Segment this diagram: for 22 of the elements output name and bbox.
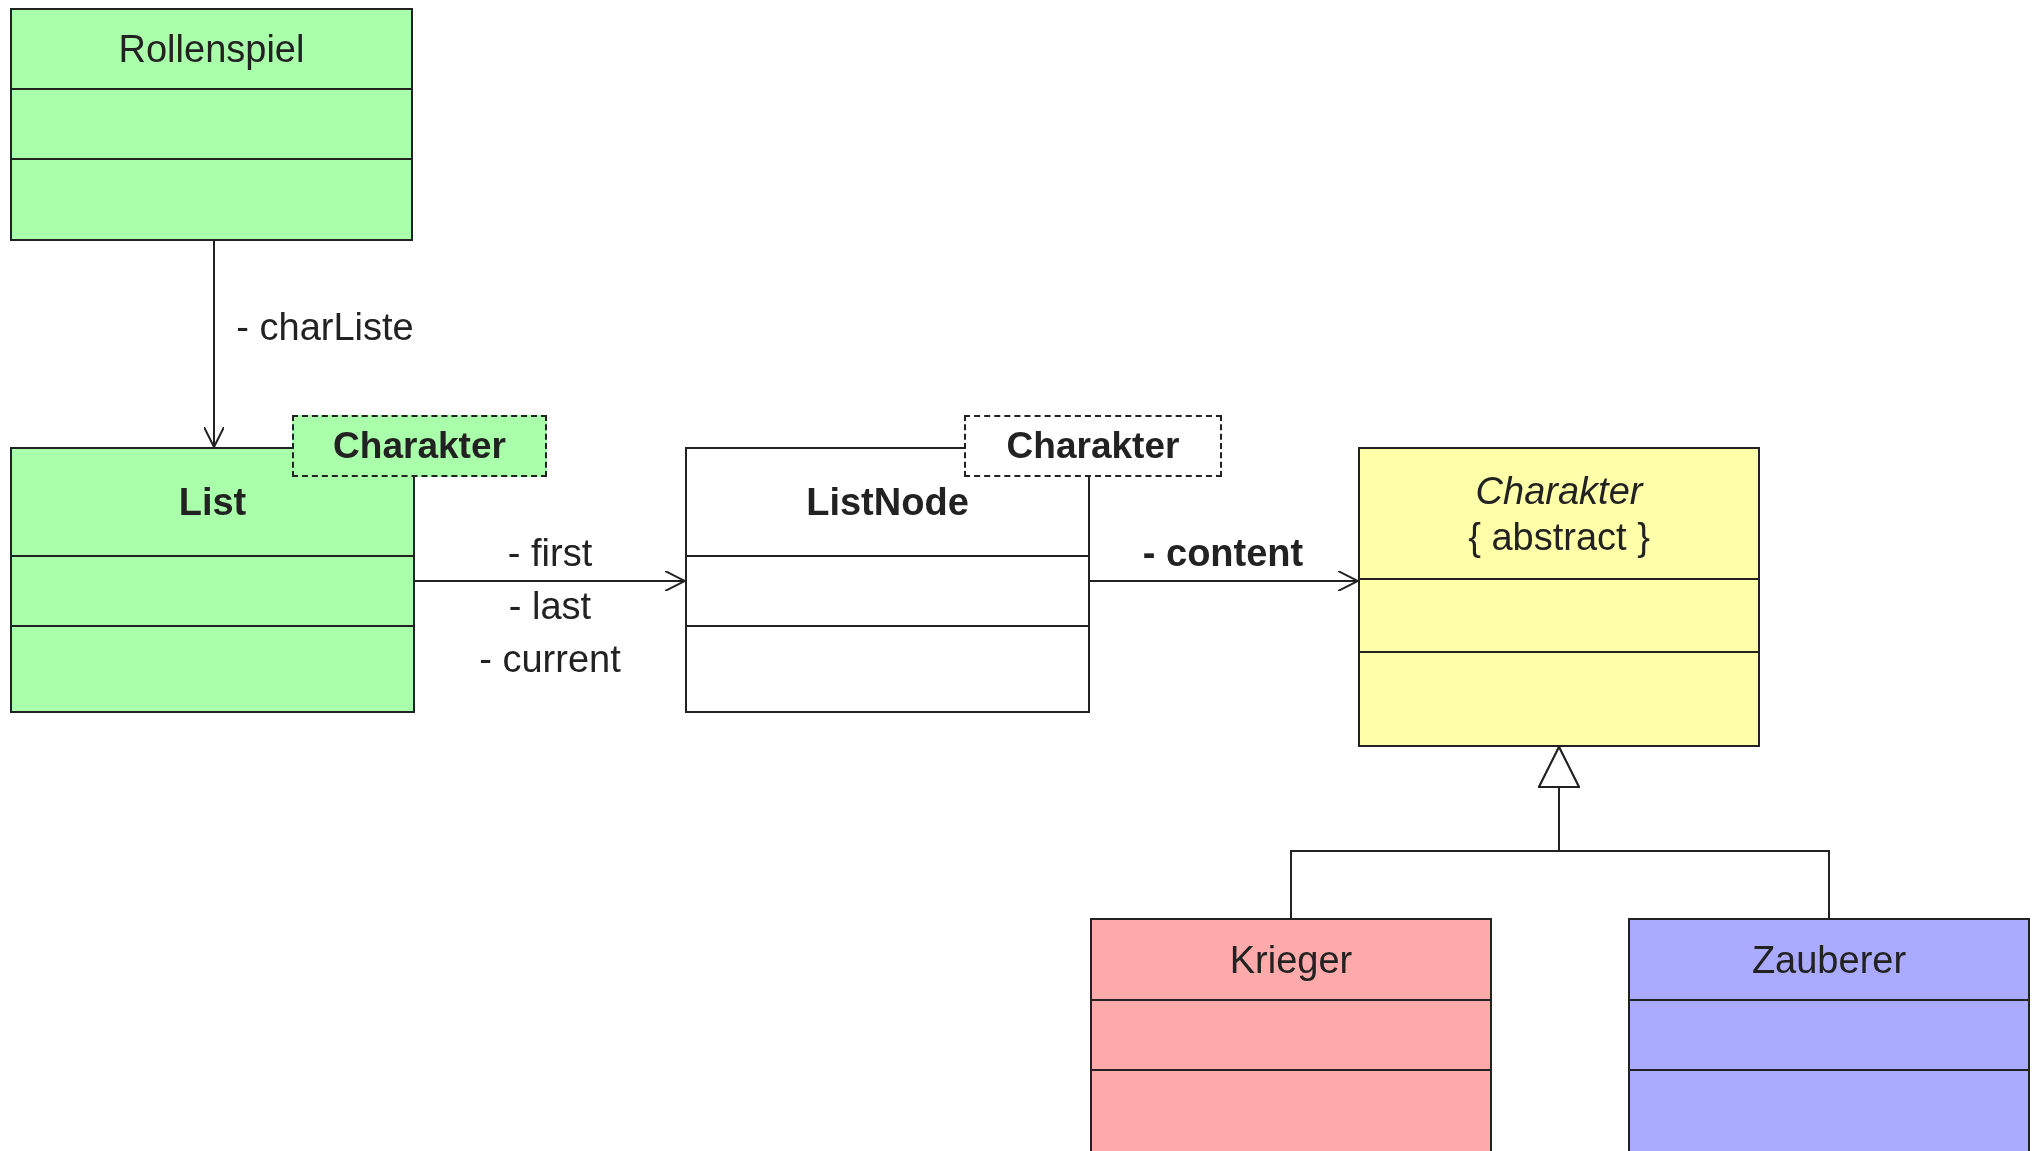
role-label: - last [508,584,592,628]
association-arrow [203,240,225,448]
class-box [1090,918,1492,1151]
class-box [10,8,413,241]
template-parameter-box: Charakter [292,415,547,477]
association-arrow [1089,570,1359,592]
class-box [1358,447,1760,747]
class-name: Rollenspiel [118,27,305,73]
generalization-arrow [1538,746,1830,919]
class-name: Zauberer [1751,937,1907,983]
class-name: List [178,480,247,526]
role-label: - content [1142,531,1304,575]
template-parameter-box: Charakter [964,415,1222,477]
class-name: ListNode [806,480,969,526]
class-box [1628,918,2030,1151]
association-arrow [414,570,686,592]
role-label: - current [479,637,621,681]
class-name: Charakter [1475,468,1643,514]
class-name: Krieger [1229,937,1353,983]
role-label: - charListe [236,305,414,349]
role-label: - first [507,531,593,575]
class-stereotype: { abstract } [1468,514,1650,560]
